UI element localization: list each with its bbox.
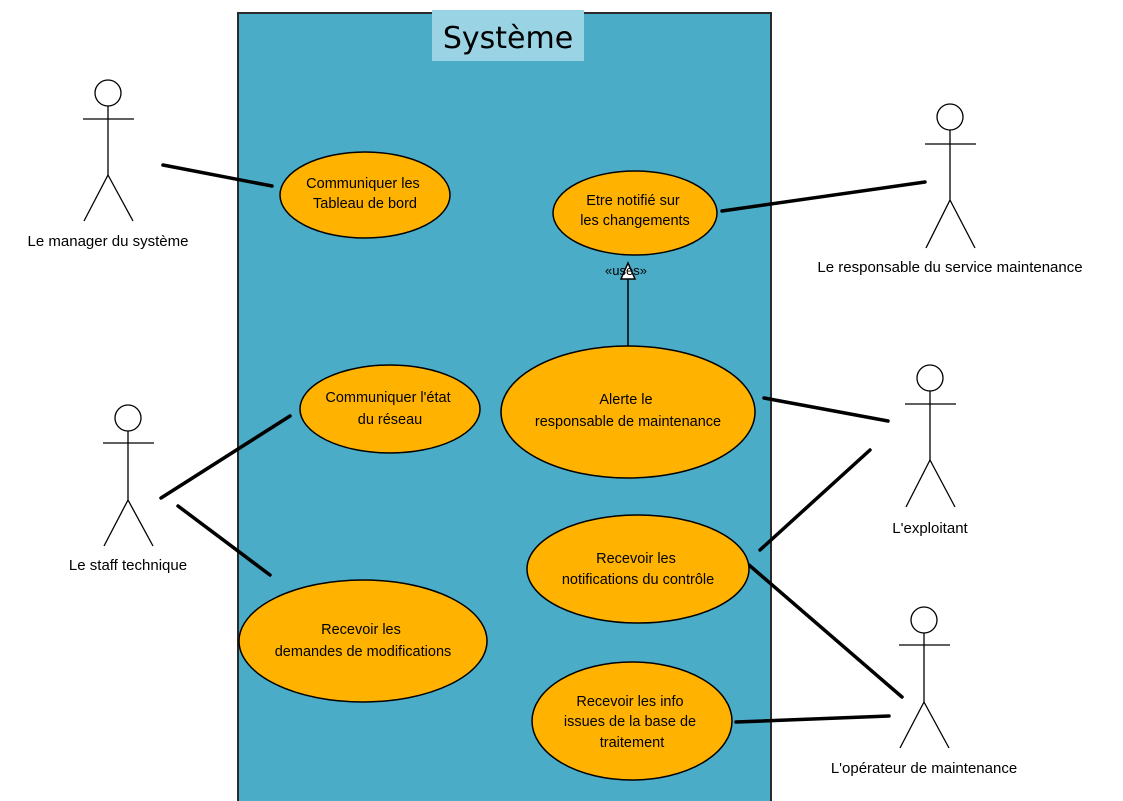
use-case-info-label: Recevoir les info issues de la base de t… [564, 694, 700, 751]
use-case-notifie-line-2: les changements [580, 213, 690, 229]
assoc-responsable-notifie [720, 180, 927, 213]
actor-exploitant-leg-left [905, 459, 931, 508]
actor-exploitant-head [916, 364, 944, 392]
uses-stereotype: «uses» [605, 263, 647, 278]
actor-manager-leg-right [107, 174, 134, 222]
use-case-notifie-shape [552, 170, 718, 256]
assoc-recevoir-operateur [747, 563, 904, 699]
use-case-tableau-line-1: Communiquer les [306, 176, 420, 192]
use-case-demandes-line-1: Recevoir les [321, 622, 401, 638]
use-case-recevoir-notif-label: Recevoir les notifications du contrôle [562, 551, 714, 588]
use-case-notifie-line-1: Etre notifié sur [586, 193, 680, 209]
actor-operateur-leg-right [923, 701, 950, 749]
use-case-recevoir-notif: Recevoir les notifications du contrôle [526, 514, 750, 624]
actor-manager-head [94, 79, 122, 107]
associations [159, 163, 927, 724]
use-case-alerte-shape [500, 345, 756, 479]
actor-operateur [899, 606, 950, 749]
use-case-tableau-shape [279, 151, 451, 239]
use-case-demandes: Recevoir les demandes de modifications [238, 579, 488, 703]
use-case-recevoir-notif-line-1: Recevoir les [596, 551, 676, 567]
actor-responsable-head [936, 103, 964, 131]
assoc-info-operateur [734, 714, 891, 724]
use-case-info-line-3: traitement [600, 735, 664, 751]
actor-staff-label: Le staff technique [69, 557, 187, 574]
assoc-recevoir-exploitant [758, 448, 872, 552]
actor-manager-leg-left [83, 174, 109, 222]
assoc-alerte-exploitant [762, 396, 890, 423]
use-case-demandes-line-2: demandes de modifications [275, 644, 452, 660]
actor-exploitant-label: L'exploitant [892, 520, 968, 537]
actor-responsable [925, 103, 976, 249]
use-case-etat-line-2: du réseau [358, 412, 423, 428]
use-case-demandes-label: Recevoir les demandes de modifications [275, 622, 452, 660]
use-case-tableau-label: Communiquer les Tableau de bord [306, 176, 424, 212]
use-case-etat-shape [299, 364, 481, 454]
actor-staff-leg-right [127, 499, 154, 547]
use-case-info: Recevoir les info issues de la base de t… [531, 661, 733, 781]
use-case-etat-label: Communiquer l'état du réseau [325, 390, 454, 428]
uses-relation: «uses» [605, 261, 647, 347]
actor-staff-leg-left [103, 499, 129, 547]
use-case-alerte: Alerte le responsable de maintenance [500, 345, 756, 479]
use-case-etat: Communiquer l'état du réseau [299, 364, 481, 454]
use-case-alerte-label: Alerte le responsable de maintenance [535, 392, 721, 430]
system-title: Système [443, 21, 573, 56]
use-case-info-line-1: Recevoir les info [576, 694, 683, 710]
actor-manager-label: Le manager du système [28, 233, 189, 250]
use-case-recevoir-notif-shape [526, 514, 750, 624]
assoc-manager-tableau [161, 163, 274, 188]
actor-operateur-head [910, 606, 938, 634]
actor-operateur-leg-left [899, 701, 925, 749]
actor-exploitant [905, 364, 956, 508]
actor-staff [103, 404, 154, 547]
actor-exploitant-leg-right [929, 459, 956, 508]
assoc-staff-etat [159, 414, 292, 500]
use-case-tableau-line-2: Tableau de bord [313, 196, 417, 212]
actor-responsable-leg-right [949, 199, 976, 249]
use-case-info-line-2: issues de la base de [564, 714, 696, 730]
system-title-box [432, 10, 584, 61]
use-case-info-shape [531, 661, 733, 781]
actor-responsable-leg-left [925, 199, 951, 249]
assoc-staff-demandes [176, 504, 272, 577]
use-case-recevoir-notif-line-2: notifications du contrôle [562, 572, 714, 588]
actor-responsable-label: Le responsable du service maintenance [817, 259, 1082, 276]
uses-arrowhead [619, 261, 637, 280]
use-case-etat-line-1: Communiquer l'état [325, 390, 450, 406]
use-case-notifie: Etre notifié sur les changements [552, 170, 718, 256]
actor-manager [83, 79, 134, 222]
use-case-alerte-line-2: responsable de maintenance [535, 414, 721, 430]
actor-operateur-label: L'opérateur de maintenance [831, 760, 1017, 777]
use-case-tableau: Communiquer les Tableau de bord [279, 151, 451, 239]
use-case-notifie-label: Etre notifié sur les changements [580, 193, 690, 229]
use-case-demandes-shape [238, 579, 488, 703]
use-case-alerte-line-1: Alerte le [599, 392, 652, 408]
actor-staff-head [114, 404, 142, 432]
